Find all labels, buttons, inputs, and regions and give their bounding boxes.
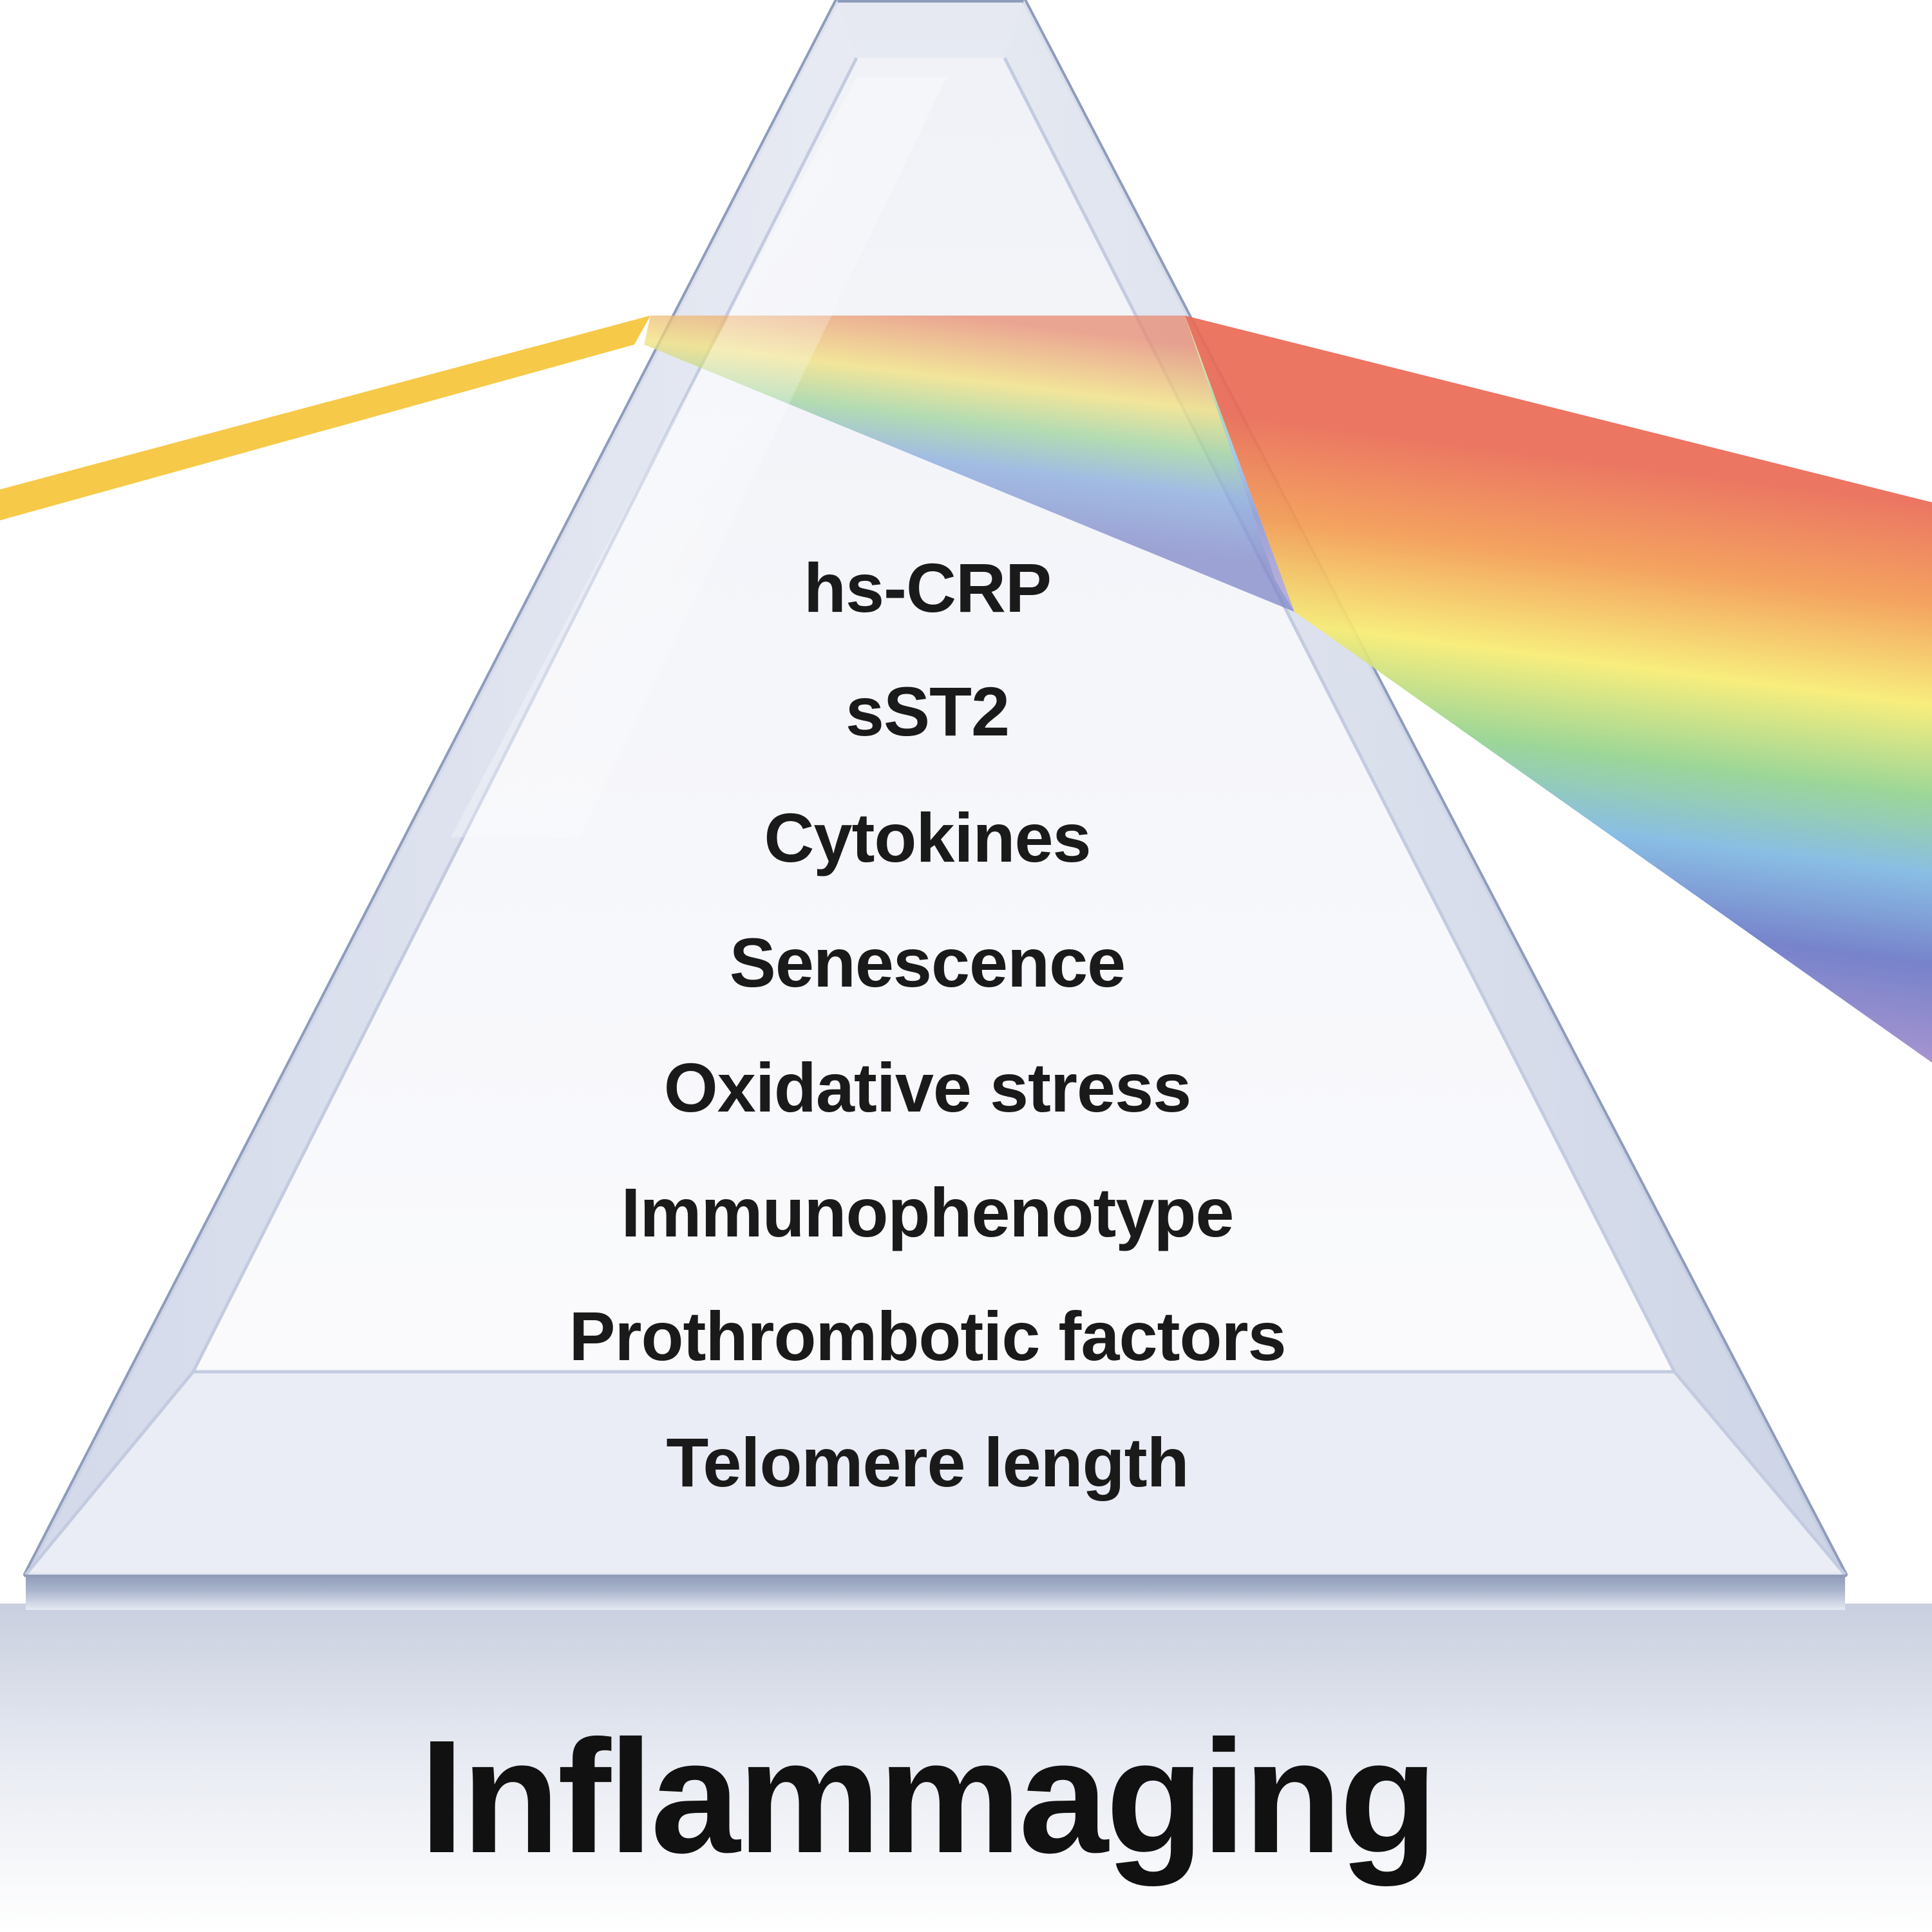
marker-prothrombotic-factors: Prothrombotic factors — [569, 1297, 1286, 1375]
prism-bottom-facet — [26, 1372, 1845, 1575]
marker-hs-crp: hs-CRP — [803, 549, 1052, 627]
prism-base-band — [26, 1575, 1845, 1610]
light-inside-prism — [644, 316, 1294, 612]
prism-front-face — [193, 58, 1674, 1372]
marker-senescence: Senescence — [729, 923, 1126, 1001]
outgoing-spectrum — [1185, 316, 1932, 1063]
marker-telomere-length: Telomere length — [666, 1423, 1189, 1501]
marker-oxidative-stress: Oxidative stress — [663, 1048, 1191, 1126]
prism-shadow — [0, 1604, 1932, 1932]
marker-cytokines: Cytokines — [764, 799, 1091, 876]
marker-sst2: sST2 — [845, 672, 1010, 750]
prism-left-facet — [26, 0, 857, 1575]
diagram-title: Inflammaging — [419, 1707, 1437, 1886]
incoming-light-beam — [0, 316, 650, 520]
marker-immunophenotype: Immunophenotype — [621, 1173, 1235, 1251]
